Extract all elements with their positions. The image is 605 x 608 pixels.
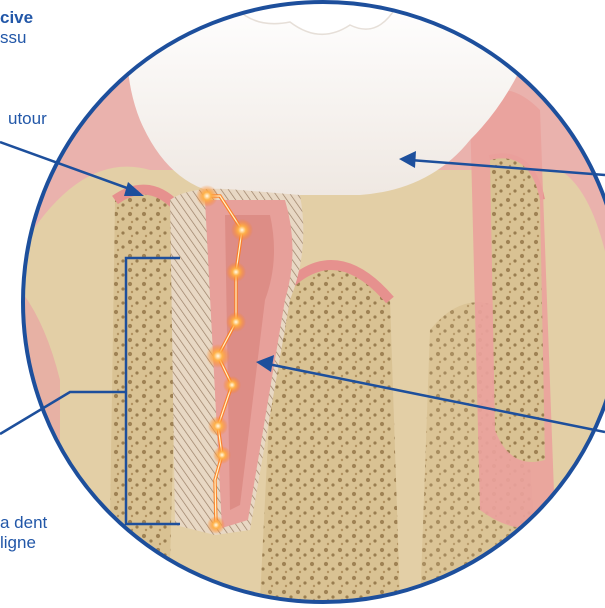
alveolar-bone-left [110,190,180,560]
